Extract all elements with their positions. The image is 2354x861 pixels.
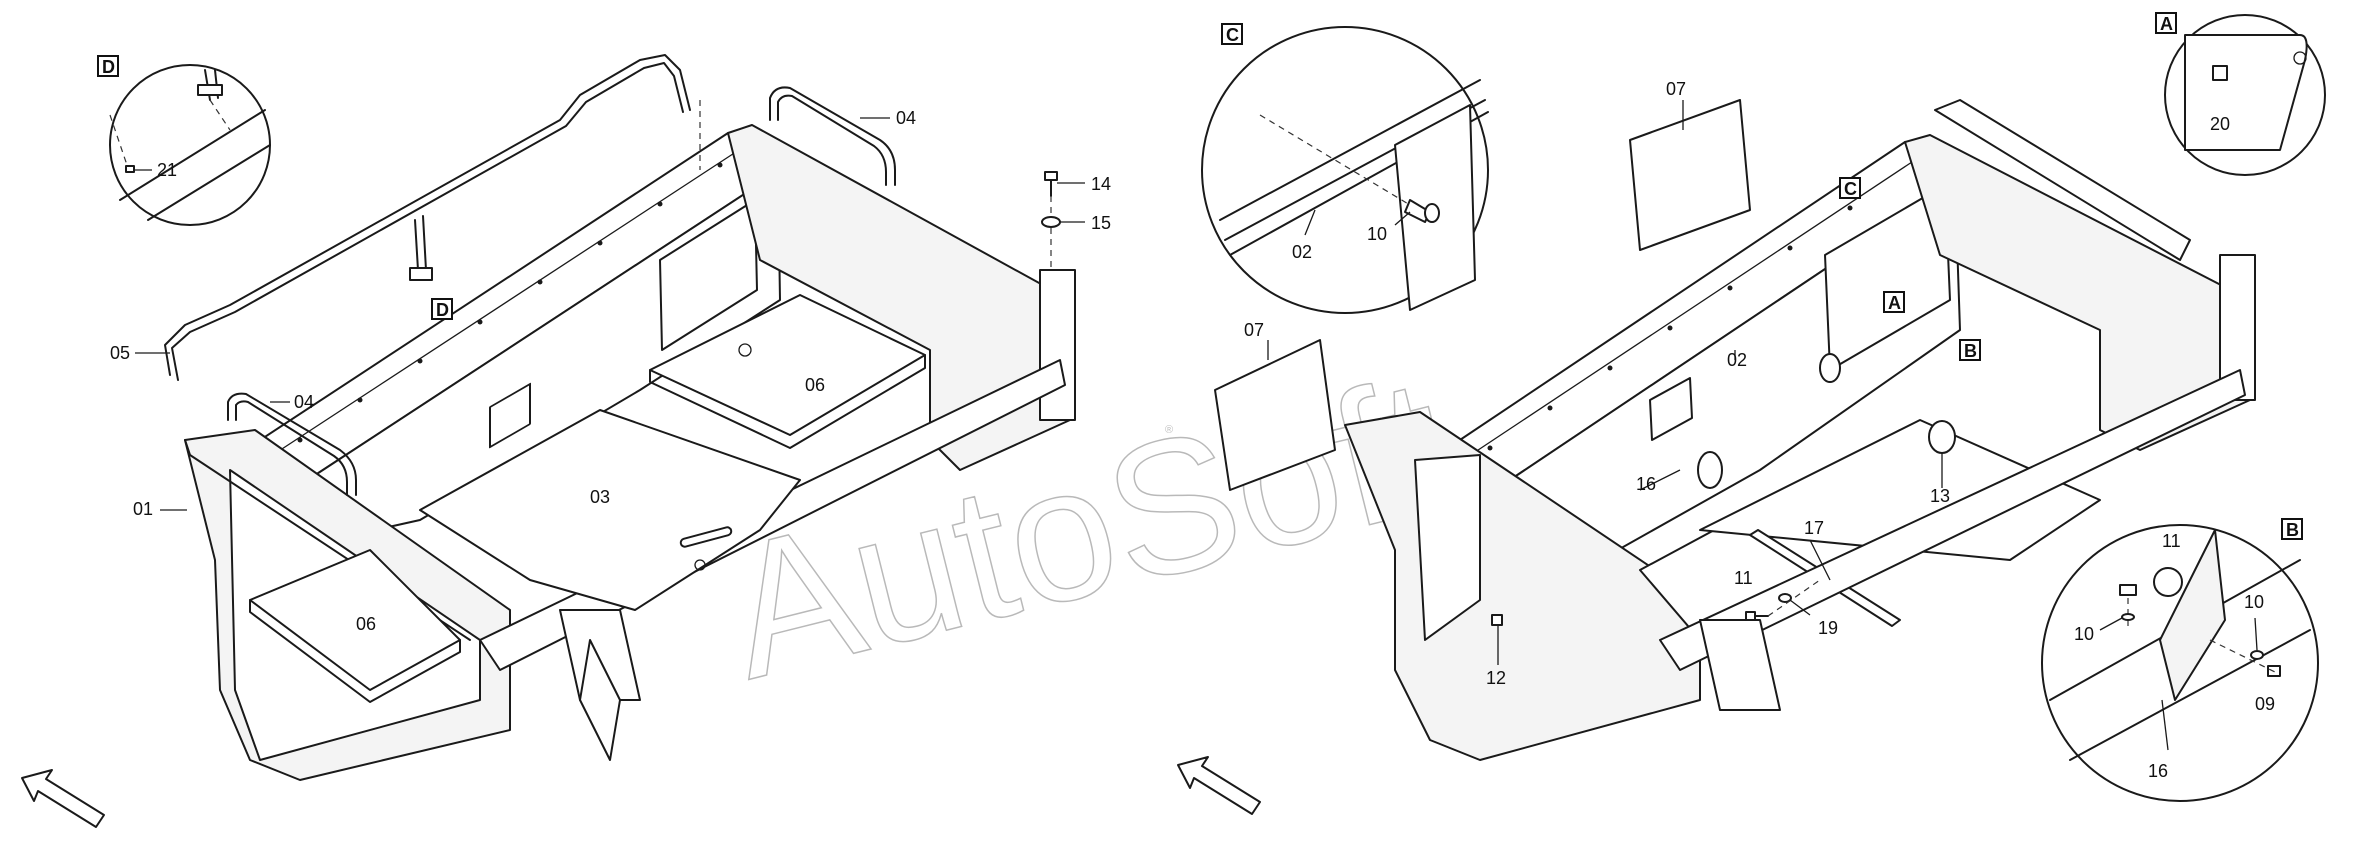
detail-inset-A <box>2164 14 2326 176</box>
detail-B-marker <box>2281 518 2303 540</box>
callout-17: 17 <box>1804 518 1824 538</box>
right-end-frame <box>727 124 1071 471</box>
right-post <box>1039 269 1076 421</box>
right-post-2 <box>2219 254 2256 401</box>
bolt-part-11 <box>1745 611 1769 621</box>
detail-C-callout-10: 10 <box>1367 224 1387 244</box>
detail-B-callout-10-left: 10 <box>2074 624 2094 644</box>
callout-15: 15 <box>1091 213 1111 233</box>
callout-11: 11 <box>1734 568 1753 588</box>
callout-13: 13 <box>1930 486 1950 506</box>
detail-B-callout-11: 11 <box>2162 531 2181 551</box>
callout-07-left: 07 <box>1244 320 1264 340</box>
wall-round-hole-right <box>1819 353 1841 383</box>
callout-19: 19 <box>1818 618 1838 638</box>
right-right-end-frame <box>1904 134 2251 451</box>
detail-B-callout-10-right: 10 <box>2244 592 2264 612</box>
detail-C-marker <box>1221 23 1243 45</box>
detail-C-marker-label: C <box>1226 25 1239 45</box>
callout-02: 02 <box>1727 350 1747 370</box>
detail-B-callout-16: 16 <box>2148 761 2168 781</box>
front-arrow-left <box>21 769 105 828</box>
marker-A-on-part-label: A <box>1888 293 1901 313</box>
marker-A-on-part <box>1883 291 1905 313</box>
detail-C-callout-02: 02 <box>1292 242 1312 262</box>
diagonal-top-bar <box>1934 99 2191 261</box>
callout-12: 12 <box>1486 668 1506 688</box>
floor-plate <box>419 409 801 611</box>
detail-inset-B <box>2041 524 2319 802</box>
right-access-opening <box>1649 377 1693 441</box>
floor-slot <box>679 526 733 548</box>
callout-03: 03 <box>590 487 610 507</box>
detail-D-marker <box>97 55 119 77</box>
bolt-part-14 <box>1044 171 1058 197</box>
nut-part-12 <box>1491 614 1503 626</box>
marker-B-on-part <box>1959 339 1981 361</box>
right-leaders <box>1267 100 1943 665</box>
sheet-part-07-left <box>1214 339 1336 491</box>
callout-21: 21 <box>157 160 177 180</box>
callout-04-upper: 04 <box>896 108 916 128</box>
detail-inset-C <box>1201 26 1489 314</box>
wall-round-hole-left <box>1697 451 1723 489</box>
marker-B-on-part-label: B <box>1964 341 1977 361</box>
detail-inset-D <box>109 64 271 226</box>
beam-holes <box>297 162 723 443</box>
right-side-opening <box>1824 184 1951 371</box>
detail-D-marker-label: D <box>102 57 115 77</box>
right-front-bottom-beam <box>1659 369 2246 671</box>
marker-D-on-part-label: D <box>436 300 449 320</box>
watermark-registered: ® <box>1165 424 1173 436</box>
marker-D-on-part <box>431 298 453 320</box>
callout-16: 16 <box>1636 474 1656 494</box>
callout-07-top: 07 <box>1666 79 1686 99</box>
front-arrow-right <box>1177 756 1261 815</box>
callout-06-upper: 06 <box>805 375 825 395</box>
washer-part-19 <box>1778 593 1792 603</box>
sheet-part-07-top <box>1629 99 1751 251</box>
right-beam-holes <box>1487 205 1853 451</box>
callout-04-lower: 04 <box>294 392 314 412</box>
callout-05: 05 <box>110 343 130 363</box>
plug-part-13 <box>1928 420 1956 454</box>
handle-lower <box>227 392 357 496</box>
front-hitch-bracket <box>559 609 641 701</box>
callout-14: 14 <box>1091 174 1111 194</box>
detail-A-marker <box>2155 12 2177 34</box>
right-frame-assembly <box>1177 99 2256 815</box>
detail-A-marker-label: A <box>2160 14 2173 34</box>
left-leaders <box>135 117 1085 511</box>
right-front-bracket <box>1699 619 1781 711</box>
marker-C-on-part-label: C <box>1844 179 1857 199</box>
handle-upper <box>769 86 896 186</box>
detail-B-marker-label: B <box>2286 520 2299 540</box>
left-frame-assembly <box>21 54 1076 828</box>
washer-part-15 <box>1041 216 1061 228</box>
rail-post-foot <box>409 267 433 281</box>
top-rail <box>164 54 691 376</box>
callout-06-lower: 06 <box>356 614 376 634</box>
detail-A-callout-20: 20 <box>2210 114 2230 134</box>
detail-B-callout-09: 09 <box>2255 694 2275 714</box>
access-opening <box>489 382 531 449</box>
side-opening <box>659 199 758 351</box>
callout-01: 01 <box>133 499 153 519</box>
marker-C-on-part <box>1839 177 1861 199</box>
